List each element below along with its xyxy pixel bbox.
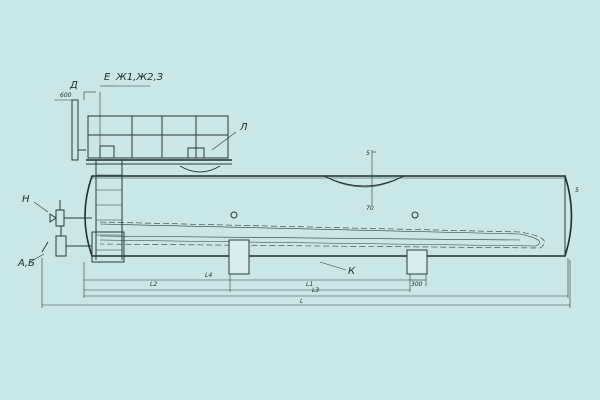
support-right bbox=[406, 249, 428, 275]
dim-300: 300 bbox=[411, 281, 423, 288]
dim-l: L bbox=[300, 298, 303, 305]
support-left bbox=[228, 239, 250, 275]
leader-lines bbox=[29, 85, 376, 271]
vertical-vent-pipe bbox=[71, 99, 115, 161]
callout-ab: А,Б bbox=[17, 258, 35, 269]
dimension-lines bbox=[41, 92, 571, 308]
callout-zh-z: Ж1,Ж2,З bbox=[115, 72, 164, 83]
service-platform bbox=[86, 115, 232, 173]
dim-5-top: 5 bbox=[366, 150, 370, 157]
callout-e: Е bbox=[104, 72, 111, 83]
ladder bbox=[95, 160, 123, 260]
tank-shell bbox=[84, 175, 573, 257]
callout-l: Л bbox=[239, 122, 248, 133]
callout-n: Н bbox=[22, 194, 30, 205]
dim-l1: L1 bbox=[306, 281, 313, 288]
dim-l4: L4 bbox=[205, 272, 212, 279]
heating-coil bbox=[99, 221, 545, 249]
top-manhole bbox=[323, 150, 405, 205]
end-frame bbox=[91, 231, 125, 263]
valve-n bbox=[49, 200, 92, 227]
callout-k: К bbox=[348, 266, 356, 277]
shell-nozzles bbox=[230, 211, 419, 219]
dim-70: 70 bbox=[366, 205, 374, 212]
dim-5-right: 5 bbox=[575, 187, 579, 194]
dim-l3: L3 bbox=[312, 287, 319, 294]
dim-600: 600 bbox=[60, 92, 72, 99]
dim-l2: L2 bbox=[150, 281, 157, 288]
callout-d: Д bbox=[69, 80, 78, 91]
valve-ab bbox=[41, 226, 92, 257]
